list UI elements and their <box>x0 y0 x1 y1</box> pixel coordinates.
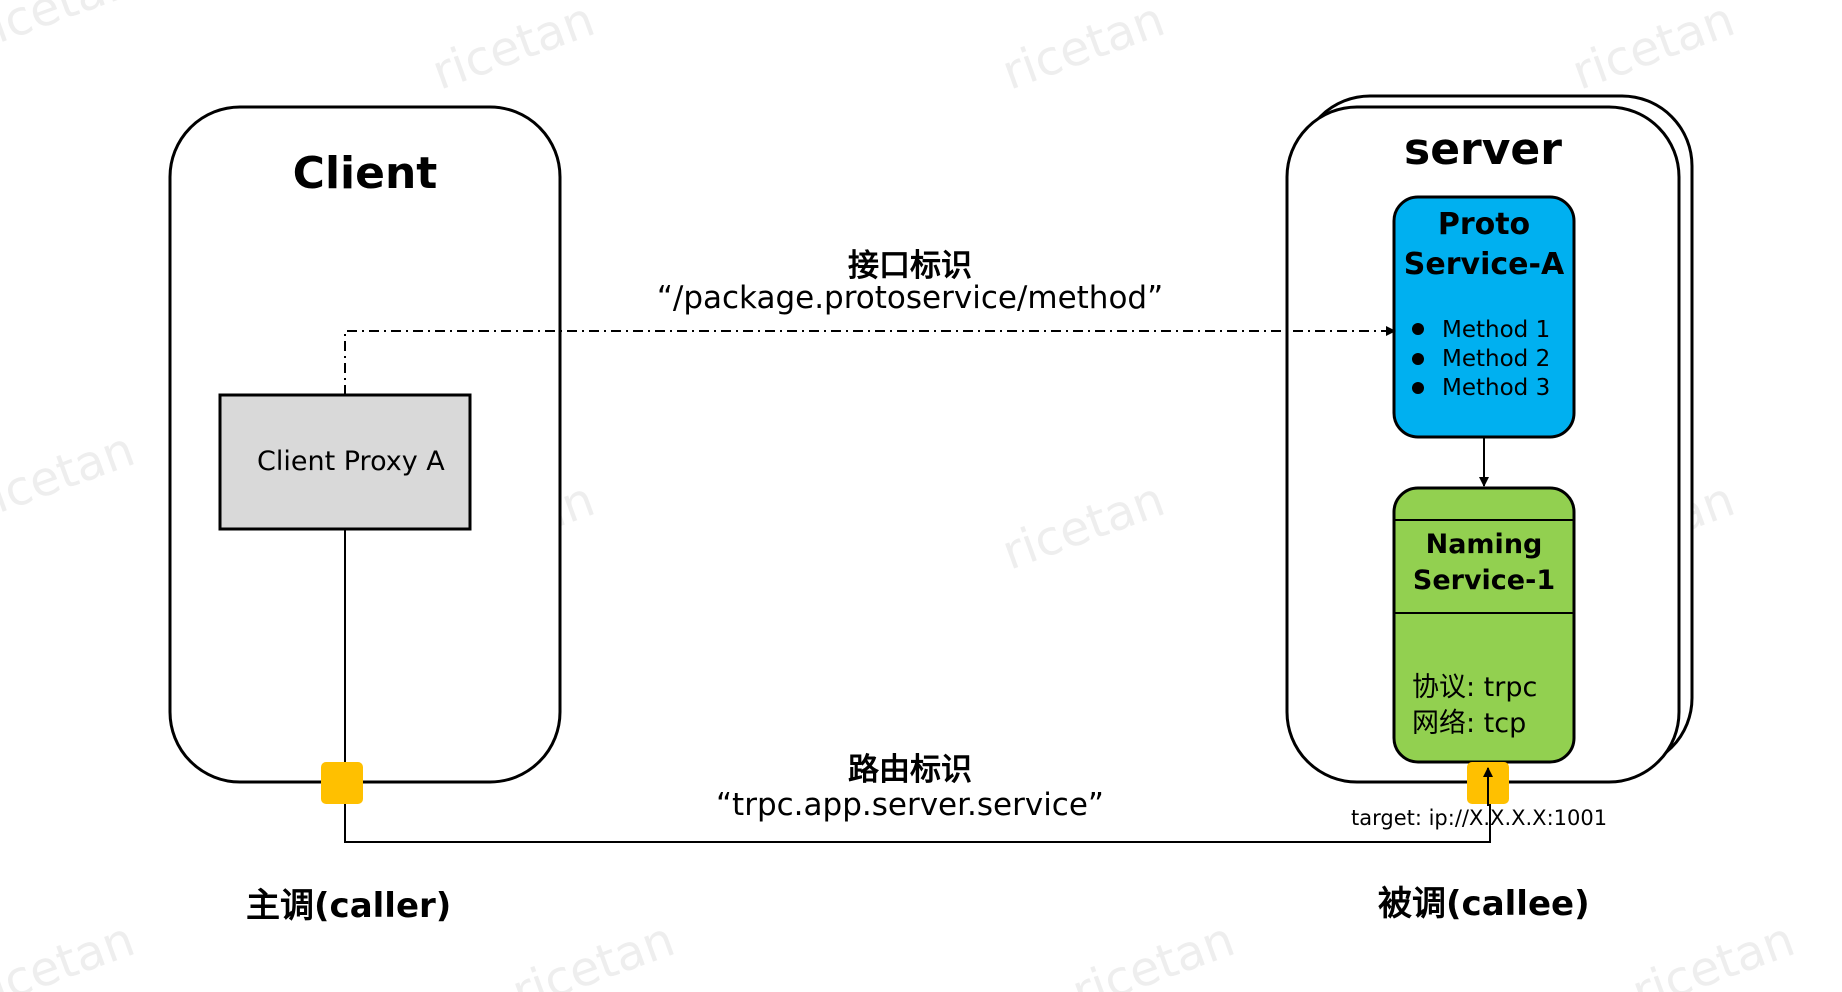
watermark-text: ricetan <box>995 471 1172 581</box>
watermark-text: ricetan <box>995 0 1172 101</box>
proto-methods-list: Method 1 Method 2 Method 3 <box>1442 316 1550 403</box>
target-address: target: ip://X.X.X.X:1001 <box>1351 806 1608 830</box>
naming-network: 网络: tcp <box>1412 708 1527 739</box>
route-id-value: “trpc.app.server.service” <box>716 787 1104 823</box>
watermark-text: ricetan <box>1565 0 1742 101</box>
watermark-text: ricetan <box>505 911 682 992</box>
client-proxy-box <box>218 393 472 531</box>
watermark-text: ricetan <box>1625 911 1802 992</box>
interface-id-label: 接口标识 <box>848 248 972 284</box>
watermark-text: ricetan <box>0 421 142 531</box>
proto-service-title: Proto Service-A <box>1394 205 1574 285</box>
watermark-text: ricetan <box>1065 911 1242 992</box>
method-item-1: Method 1 <box>1442 317 1551 343</box>
watermark-text: ricetan <box>425 0 602 101</box>
naming-service-title-line2: Service-1 <box>1412 565 1556 596</box>
watermark-text: ricetan <box>0 0 142 61</box>
method-bullet-1 <box>1412 323 1424 335</box>
route-id-label: 路由标识 <box>848 752 972 788</box>
proto-service-title-line2: Service-A <box>1403 247 1565 282</box>
interface-call-line <box>344 326 1396 395</box>
client-title: Client <box>292 148 438 199</box>
watermark-text: ricetan <box>0 911 142 992</box>
proto-service-title-line1: Proto <box>1437 207 1531 242</box>
client-proxy-label: Client Proxy A <box>257 446 445 477</box>
method-bullet-2 <box>1412 353 1424 365</box>
naming-protocol: 协议: trpc <box>1412 672 1538 703</box>
caller-label: 主调(caller) <box>246 886 452 926</box>
naming-service-title-line1: Naming <box>1425 529 1543 560</box>
naming-service-attrs: 协议: trpc 网络: tcp <box>1412 670 1537 742</box>
server-title: server <box>1404 124 1562 175</box>
callee-label: 被调(callee) <box>1378 884 1590 924</box>
interface-id-value: “/package.protoservice/method” <box>656 280 1164 316</box>
method-bullet-3 <box>1412 382 1424 394</box>
naming-service-title: Naming Service-1 <box>1394 527 1574 599</box>
method-item-2: Method 2 <box>1442 346 1551 372</box>
method-item-3: Method 3 <box>1442 375 1551 401</box>
caller-port <box>321 762 363 804</box>
